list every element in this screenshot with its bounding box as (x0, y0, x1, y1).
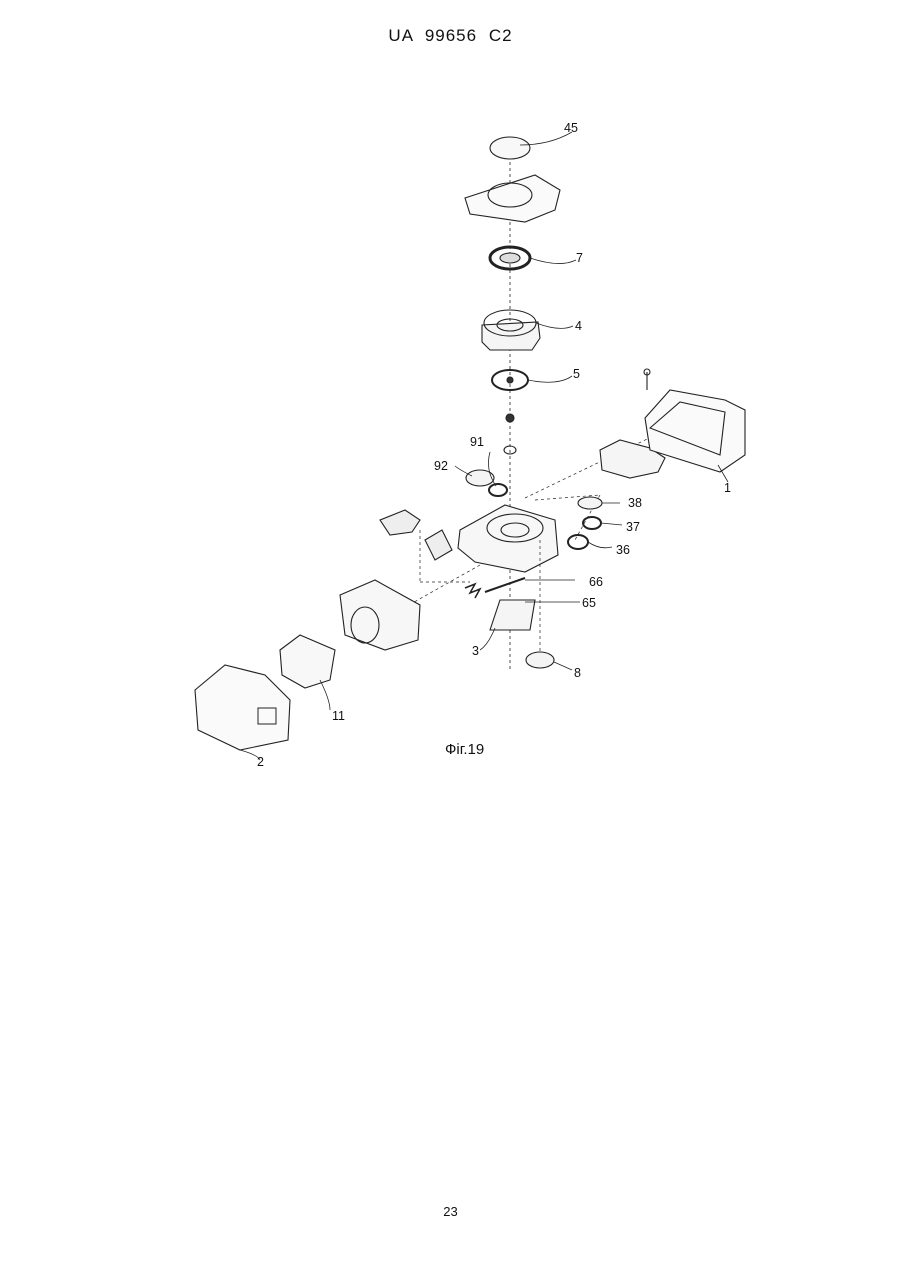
part-11-cap (280, 635, 335, 688)
label-45: 45 (564, 121, 578, 135)
part-65-plate (490, 600, 535, 630)
tube-part (425, 530, 452, 560)
exploded-view-drawing: 45 7 4 5 91 92 38 37 36 66 65 3 8 1 11 2 (180, 110, 780, 790)
label-4: 4 (575, 319, 582, 333)
top-cover (465, 175, 560, 222)
label-37: 37 (626, 520, 640, 534)
label-1: 1 (724, 481, 731, 495)
label-36: 36 (616, 543, 630, 557)
part-38-washer (578, 497, 602, 509)
label-38: 38 (628, 496, 642, 510)
label-65: 65 (582, 596, 596, 610)
part-37-spring (583, 517, 601, 529)
part-8-disk (526, 652, 554, 668)
part-66-spring (465, 584, 480, 598)
label-91: 91 (470, 435, 484, 449)
label-7: 7 (576, 251, 583, 265)
main-body (458, 505, 558, 572)
page-number: 23 (0, 1204, 901, 1219)
figure-caption: Фіг.19 (445, 741, 484, 758)
part-91-gear (489, 484, 507, 496)
label-2: 2 (257, 755, 264, 769)
part-66-lever (485, 578, 525, 592)
label-3: 3 (472, 644, 479, 658)
clip-part (380, 510, 420, 535)
label-5: 5 (573, 367, 580, 381)
head-holder (340, 580, 420, 650)
part-36-bushing (568, 535, 588, 549)
patent-number: UA 99656 C2 (0, 26, 901, 46)
label-92: 92 (434, 459, 448, 473)
spring-element (506, 414, 514, 422)
label-66: 66 (589, 575, 603, 589)
label-11: 11 (332, 709, 345, 723)
label-8: 8 (574, 666, 581, 680)
part-45-cap (490, 137, 530, 159)
